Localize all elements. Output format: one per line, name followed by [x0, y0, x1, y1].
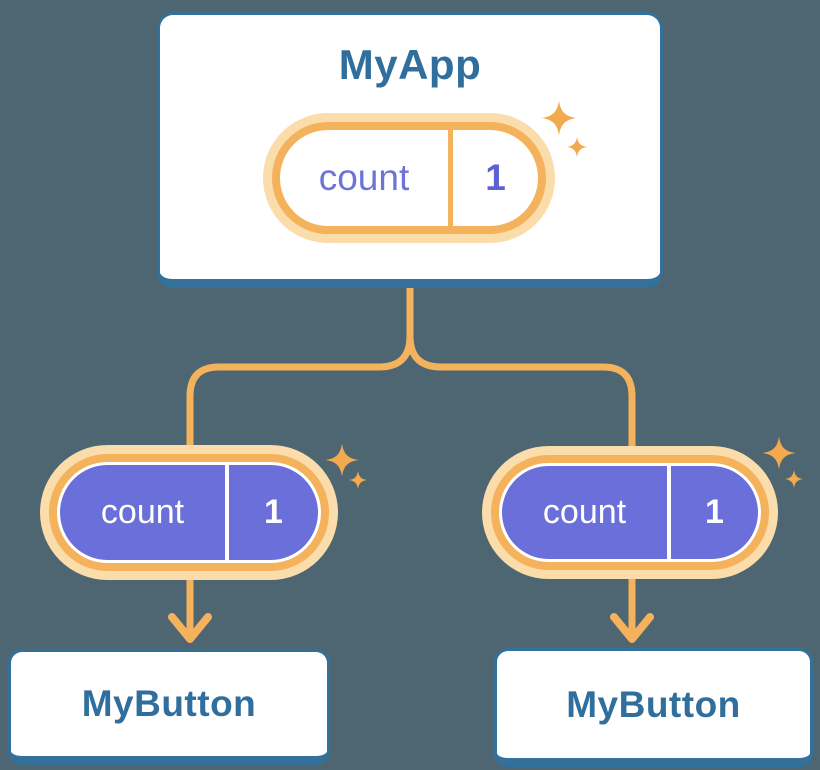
pill-divider — [667, 466, 671, 559]
sparkle-icon — [348, 470, 368, 490]
sparkle-icon — [324, 442, 360, 478]
child-component-title: MyButton — [566, 683, 741, 725]
props-pill-core: count 1 — [60, 465, 318, 560]
state-pill-ring: count 1 — [272, 122, 546, 234]
child-component-card-left: MyButton — [8, 649, 330, 765]
props-pill-ring: count 1 — [49, 454, 329, 571]
state-pill-value: 1 — [485, 157, 506, 198]
props-pill-left: count 1 — [40, 445, 338, 580]
root-component-title: MyApp — [338, 41, 482, 88]
state-pill: count 1 — [263, 113, 555, 243]
props-pill-ring: count 1 — [491, 455, 769, 570]
sparkle-icon — [566, 136, 588, 158]
arrow-down-icon — [168, 613, 212, 643]
props-pill-label: count — [542, 493, 627, 531]
connector-right-branch — [406, 276, 636, 638]
pill-divider — [225, 465, 229, 560]
sparkle-icon — [784, 469, 804, 489]
child-component-card-right: MyButton — [494, 648, 813, 767]
arrow-down-icon — [610, 613, 654, 643]
props-pill-label: count — [100, 493, 185, 531]
sparkle-icon — [540, 99, 578, 137]
sparkle-icon — [761, 435, 797, 471]
props-pill-value: 1 — [705, 493, 724, 531]
props-pill-value: 1 — [264, 493, 283, 531]
pill-divider — [448, 130, 453, 226]
props-pill-core: count 1 — [502, 466, 758, 559]
child-component-title: MyButton — [81, 683, 257, 724]
props-pill-right: count 1 — [482, 446, 778, 579]
state-pill-label: count — [318, 157, 410, 198]
